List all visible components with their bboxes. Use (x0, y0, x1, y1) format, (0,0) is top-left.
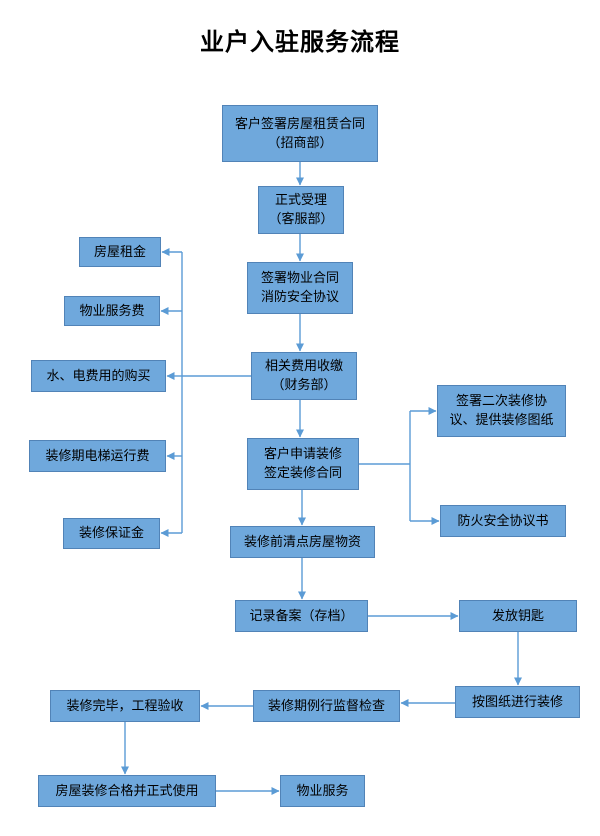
flow-node-elevator-fee: 装修期电梯运行费 (29, 440, 166, 472)
flow-node-formal-acceptance: 正式受理 （客服部） (258, 186, 344, 234)
flow-node-renovate-per-drawings: 按图纸进行装修 (455, 686, 580, 718)
flow-node-issue-keys: 发放钥匙 (459, 600, 577, 632)
flow-node-property-fee: 物业服务费 (64, 296, 160, 326)
page-title: 业户入驻服务流程 (200, 29, 400, 56)
flow-node-apply-renovation: 客户申请装修 签定装修合同 (247, 438, 359, 490)
flow-node-property-contract: 签署物业合同 消防安全协议 (247, 262, 353, 314)
flow-node-completion-acceptance: 装修完毕，工程验收 (50, 690, 200, 722)
flow-node-inventory: 装修前清点房屋物资 (230, 526, 375, 558)
flow-node-official-use: 房屋装修合格并正式使用 (38, 775, 216, 807)
flow-node-secondary-agreement: 签署二次装修协 议、提供装修图纸 (437, 385, 566, 437)
flow-node-inspection: 装修期例行监督检查 (253, 690, 400, 722)
flow-node-deposit: 装修保证金 (63, 518, 160, 549)
flow-node-sign-lease: 客户签署房屋租赁合同 （招商部） (222, 105, 378, 162)
flow-node-fire-agreement: 防火安全协议书 (440, 505, 566, 537)
flow-node-property-service: 物业服务 (280, 775, 365, 807)
flow-node-record: 记录备案（存档） (235, 600, 368, 632)
flow-node-rent: 房屋租金 (79, 237, 161, 267)
flow-node-utilities: 水、电费用的购买 (31, 360, 166, 392)
flow-node-fee-collection: 相关费用收缴 （财务部） (251, 352, 357, 400)
